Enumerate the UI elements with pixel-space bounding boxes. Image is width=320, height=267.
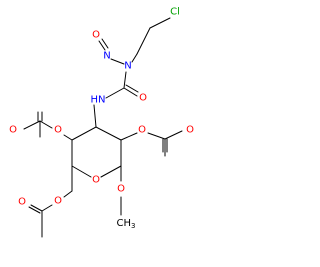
- bottom-acetate-ester-oxygen-label: O: [54, 196, 62, 207]
- methoxy-carbon-text: CH: [117, 218, 132, 229]
- methoxy-oxygen-label: O: [117, 184, 125, 195]
- ring-oxygen-label: O: [92, 175, 100, 186]
- bottom-acetate-carbonyl-oxygen-label: O: [18, 197, 26, 208]
- left-acetate-carbonyl-oxygen-label: O: [9, 125, 17, 136]
- urea-nitrogen-label: N: [124, 61, 131, 72]
- atom-labels: Cl O N N O HN O O CH3 O O O O O O: [9, 7, 194, 231]
- nitroso-nitrogen-label: N: [103, 51, 110, 62]
- methoxy-carbon-label: CH3: [117, 218, 136, 231]
- right-acetate-ester-oxygen-label: O: [138, 125, 146, 136]
- nitroso-oxygen-label: O: [92, 30, 100, 41]
- chemical-structure: Cl O N N O HN O O CH3 O O O O O O: [9, 7, 194, 238]
- methoxy-subscript: 3: [131, 222, 135, 230]
- right-acetate-carbonyl-oxygen-label: O: [186, 125, 194, 136]
- bonds: [23, 17, 183, 238]
- urea-oxygen-label: O: [139, 93, 147, 104]
- amide-nh-label: HN: [91, 95, 106, 106]
- left-acetate-ester-oxygen-label: O: [54, 125, 62, 136]
- chlorine-atom-label: Cl: [170, 7, 180, 18]
